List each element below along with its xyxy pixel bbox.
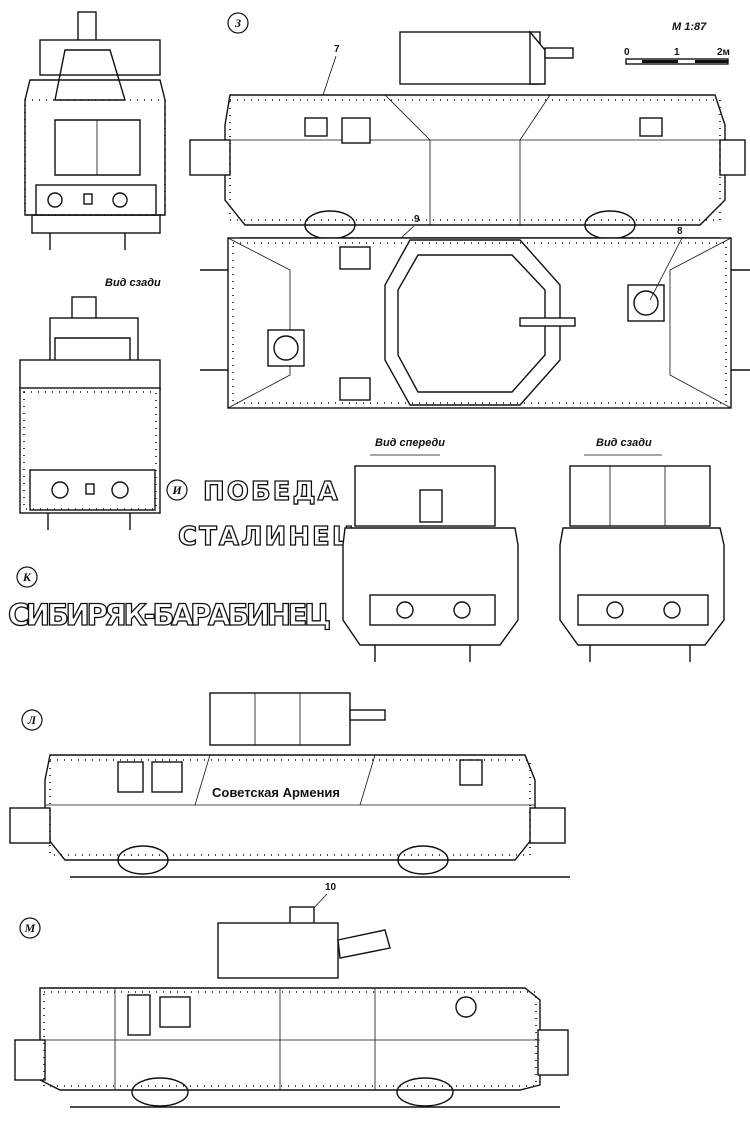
scale-label: M 1:87 xyxy=(672,21,707,33)
scale-tick-0: 0 xyxy=(624,47,630,58)
figure-letter-z: З xyxy=(234,16,241,30)
figure-letter-i: И xyxy=(171,483,182,497)
scale-tick-1: 1 xyxy=(674,47,680,58)
figure-letter-z-circle xyxy=(227,12,249,34)
name-sibiryak-barabinets: СИБИРЯК-БАРАБИНЕЦ xyxy=(8,598,333,632)
figure-letter-m: М xyxy=(24,921,36,935)
callout-8: 8 xyxy=(677,226,683,237)
side-view-m: М 10 xyxy=(14,882,569,1108)
callout-7: 7 xyxy=(334,44,340,55)
view-label-rear-top: Вид сзади xyxy=(105,277,161,289)
callout-10: 10 xyxy=(325,882,337,893)
view-label-rear-right: Вид сзади xyxy=(596,437,652,449)
view-label-front: Вид спереди xyxy=(375,437,445,449)
callout-9: 9 xyxy=(414,214,420,225)
front-view xyxy=(342,465,519,662)
name-stalinets: СТАЛИНЕЦ xyxy=(178,522,358,552)
side-view-z: З 7 xyxy=(189,12,746,240)
names-group-k: К СИБИРЯК-БАРАБИНЕЦ xyxy=(7,566,333,633)
scale-bar: M 1:87 0 1 2м xyxy=(624,21,730,65)
rear-view-right xyxy=(559,465,725,662)
name-pobeda: ПОБЕДА xyxy=(203,477,340,507)
figure-letter-l: Л xyxy=(27,713,37,727)
figure-letter-k: К xyxy=(22,570,32,584)
scale-tick-2: 2м xyxy=(717,47,730,58)
side-view-l: Л Советская Армения xyxy=(9,692,570,878)
rear-view-top-left xyxy=(24,11,166,250)
name-sovetskaya-armeniya: Советская Армения xyxy=(212,785,340,800)
names-group-i: И ПОБЕДА СТАЛИНЕЦ xyxy=(166,476,358,553)
plan-view: 9 8 xyxy=(200,214,750,409)
rear-view-left xyxy=(19,296,161,530)
